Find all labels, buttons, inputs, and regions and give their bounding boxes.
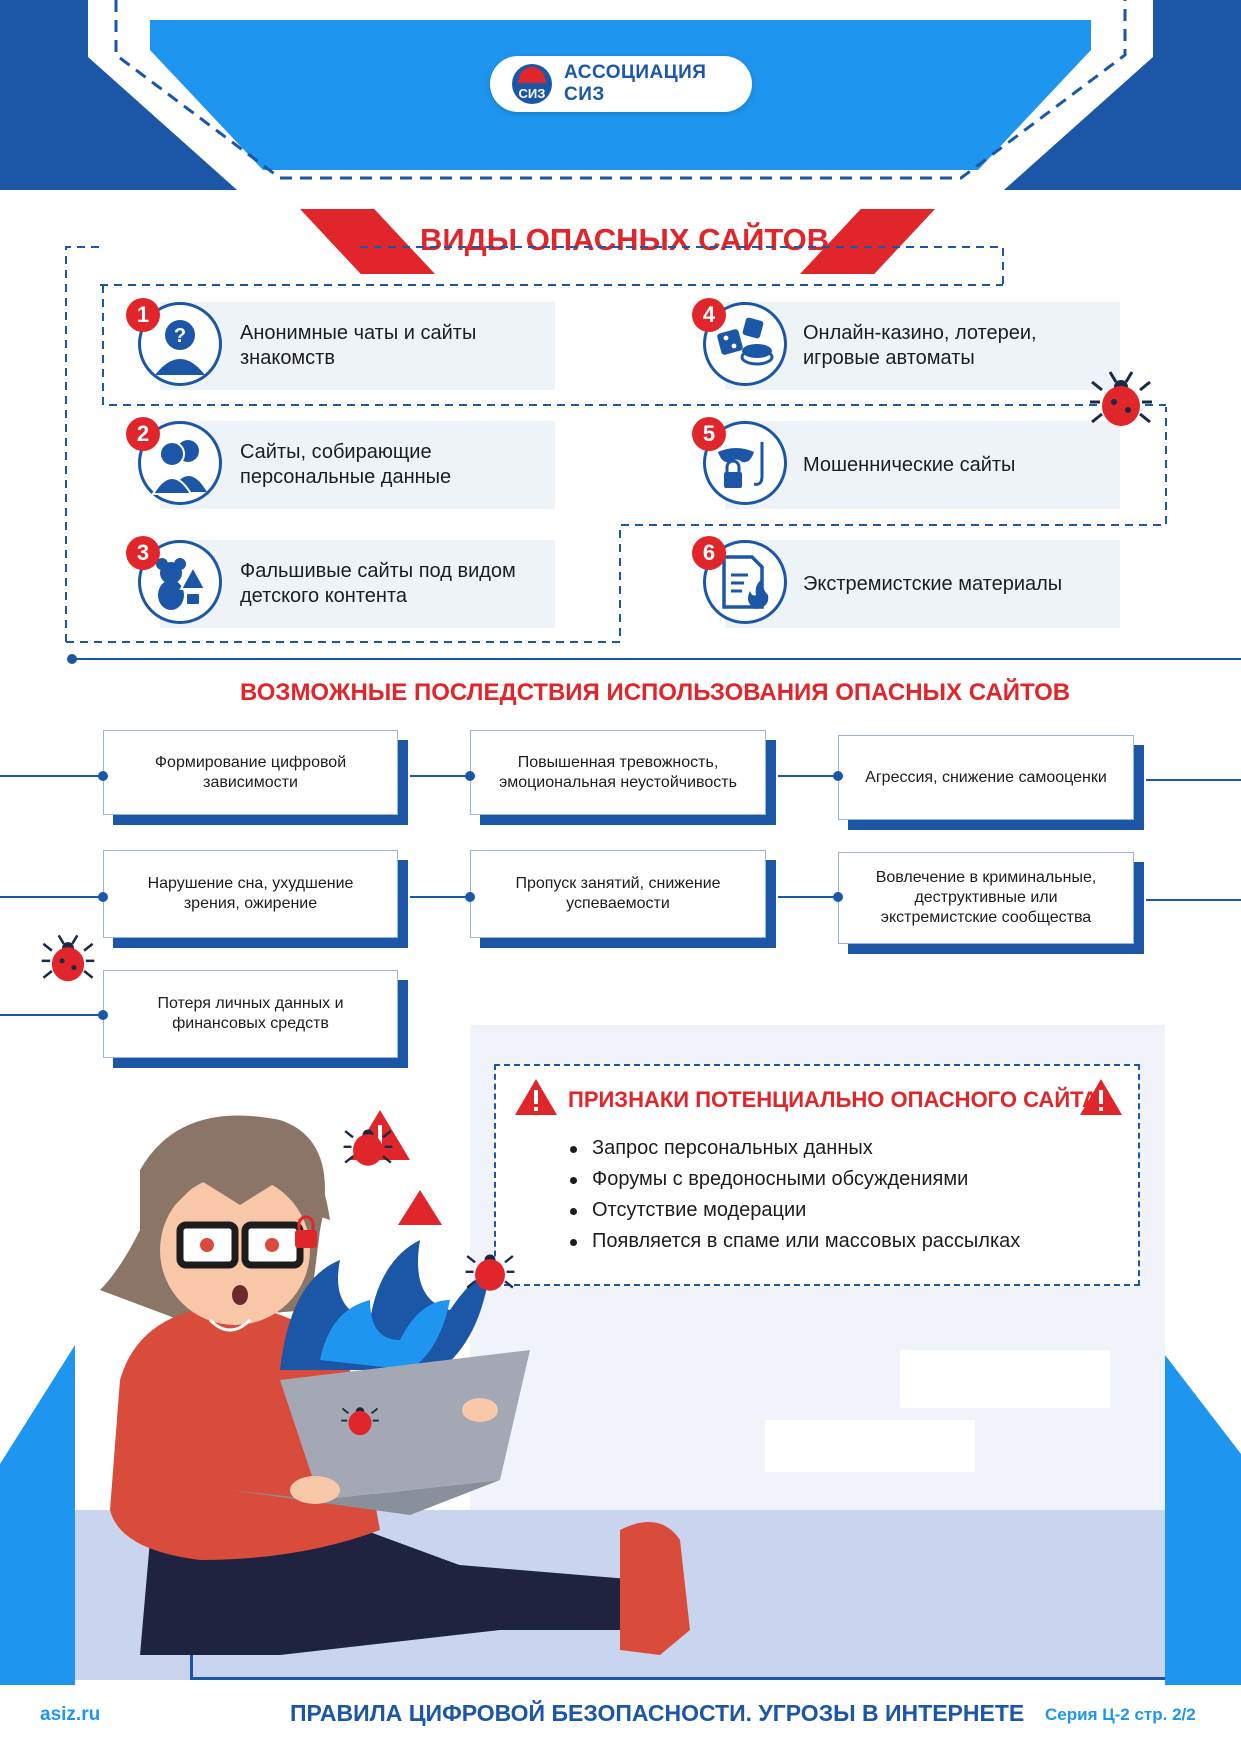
type-number-6: 6 (692, 536, 726, 570)
connector-line (1146, 899, 1241, 901)
type-circle-4 (703, 302, 787, 386)
box-accent (766, 860, 776, 940)
consequence-box-4: Нарушение сна, ухудшение зрения, ожирени… (103, 850, 398, 938)
signs-title: ПРИЗНАКИ ПОТЕНЦИАЛЬНО ОПАСНОГО САЙТА (568, 1087, 1099, 1112)
bug-icon (41, 934, 95, 982)
type-label-4: Онлайн-казино, лотереи, игровые автоматы (803, 322, 1037, 369)
type-card-4: Онлайн-казино, лотереи, игровые автоматы (725, 302, 1120, 390)
scene-panel (900, 1350, 1110, 1408)
svg-text:?: ? (174, 325, 186, 347)
section-divider (72, 658, 1241, 660)
people-icon (151, 440, 207, 495)
connector-line (410, 896, 470, 898)
bug-icon (1090, 371, 1152, 426)
types-title: ВИДЫ ОПАСНЫХ САЙТОВ (420, 222, 830, 257)
types-dashed-frame (65, 246, 1167, 643)
box-accent (1134, 862, 1144, 948)
sign-item-3: Отсутствие модерации (570, 1195, 1110, 1226)
bug-icon (465, 1254, 515, 1291)
connector-line (410, 775, 470, 777)
footer-site-link[interactable]: asiz.ru (40, 1704, 101, 1725)
connector-line (1146, 779, 1241, 781)
casino-dice-icon (717, 317, 774, 366)
connector-dot (465, 771, 475, 781)
footer-title: ПРАВИЛА ЦИФРОВОЙ БЕЗОПАСНОСТИ. УГРОЗЫ В … (290, 1700, 1025, 1726)
type-circle-1: ? (138, 302, 222, 386)
sign-item-1: Запрос персональных данных (570, 1133, 1110, 1164)
consequence-box-1: Формирование цифровой зависимости (103, 730, 398, 815)
connector-dot (98, 771, 108, 781)
svg-text:СИЗ: СИЗ (519, 86, 546, 101)
bug-icon (343, 1129, 393, 1166)
connector-dot (833, 771, 843, 781)
box-accent (398, 860, 408, 940)
connector-line (778, 896, 838, 898)
connector-dot (465, 892, 475, 902)
type-card-3: Фальшивые сайты под видом детского конте… (160, 540, 555, 628)
bug-icon (341, 1407, 379, 1436)
signs-list: Запрос персональных данных Форумы с вред… (570, 1133, 1110, 1257)
type-number-1: 1 (126, 298, 160, 332)
type-circle-5 (703, 421, 787, 505)
sign-item-4: Появляется в спаме или массовых рассылка… (570, 1226, 1110, 1257)
scene-wall-left (0, 1345, 75, 1685)
consequence-box-3: Агрессия, снижение самооценки (838, 735, 1134, 820)
type-number-3: 3 (126, 536, 160, 570)
connector-line (0, 775, 103, 777)
type-number-2: 2 (126, 417, 160, 451)
connector-dot (833, 892, 843, 902)
consequence-box-6: Вовлечение в криминальные, деструктивные… (838, 852, 1134, 944)
type-label-6: Экстремистские материалы (803, 572, 1063, 595)
connector-dot (98, 892, 108, 902)
consequence-box-2: Повышенная тревожность, эмоциональная не… (470, 730, 766, 815)
box-accent (398, 980, 408, 1060)
type-label-3: Фальшивые сайты под видом детского конте… (240, 560, 516, 607)
type-number-5: 5 (692, 417, 726, 451)
consequence-box-7: Потеря личных данных и финансовых средст… (103, 970, 398, 1058)
consequences-title: ВОЗМОЖНЫЕ ПОСЛЕДСТВИЯ ИСПОЛЬЗОВАНИЯ ОПАС… (240, 679, 1071, 706)
type-card-2: Сайты, собирающие персональные данные (160, 421, 555, 509)
scene-panel (765, 1420, 975, 1472)
header-dashed-border (114, 0, 1127, 180)
type-card-5: Мошеннические сайты (725, 421, 1120, 509)
type-number-4: 4 (692, 298, 726, 332)
connector-line (0, 896, 103, 898)
connector-line (0, 1014, 103, 1016)
warning-icon (515, 1079, 557, 1115)
mask-lock-hook-icon (718, 442, 764, 488)
connector-line (778, 775, 838, 777)
anonymous-person-icon: ? (155, 320, 205, 375)
sign-item-2: Форумы с вредоносными обсуждениями (570, 1164, 1110, 1195)
connector-dot (98, 1010, 108, 1020)
signs-box (494, 1064, 1140, 1286)
warning-icon (1080, 1079, 1122, 1115)
type-label-2: Сайты, собирающие персональные данные (240, 441, 452, 488)
box-accent (766, 740, 776, 820)
asiz-logo-icon: СИЗ (512, 64, 552, 104)
type-label-1: Анонимные чаты и сайты знакомств (240, 322, 477, 369)
burning-document-icon (722, 555, 769, 609)
footer-series: Серия Ц-2 стр. 2/2 (1045, 1705, 1196, 1724)
teddy-bear-warning-icon (156, 558, 207, 610)
type-card-6: Экстремистские материалы (725, 540, 1120, 628)
box-accent (1134, 745, 1144, 825)
logo[interactable]: СИЗ АССОЦИАЦИЯ СИЗ (490, 56, 752, 112)
girl-with-laptop-illustration (100, 1110, 690, 1655)
box-accent (398, 740, 408, 820)
type-card-1: Анонимные чаты и сайты знакомств (160, 302, 555, 390)
scene-wall-right (1165, 1355, 1241, 1685)
logo-text: АССОЦИАЦИЯ СИЗ (564, 62, 707, 105)
consequence-box-5: Пропуск занятий, снижение успеваемости (470, 850, 766, 938)
type-label-5: Мошеннические сайты (803, 453, 1016, 476)
